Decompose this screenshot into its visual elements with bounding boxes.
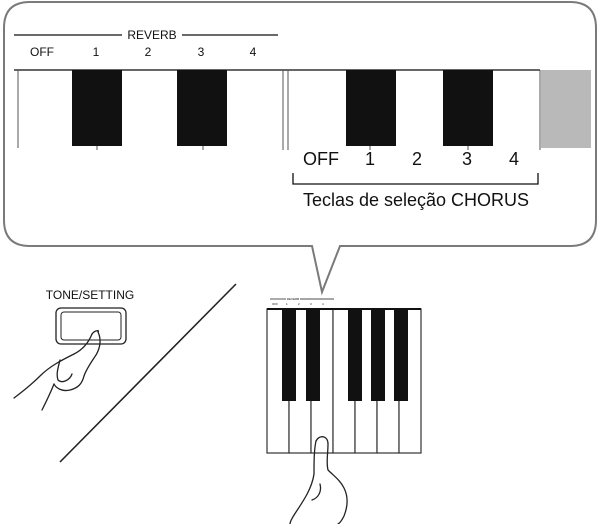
reverb-key-labels: OFF 1 2 3 4 <box>30 45 257 59</box>
mini-black-key <box>394 309 408 401</box>
reverb-key-label: 3 <box>198 45 205 59</box>
black-key <box>72 70 122 146</box>
chorus-caption: Teclas de seleção CHORUS <box>303 190 529 210</box>
chorus-key-label: 2 <box>412 149 422 169</box>
reverb-key-label: OFF <box>30 45 54 59</box>
chorus-key-label: OFF <box>303 149 339 169</box>
finger-pressing-key-icon <box>289 436 348 525</box>
reverb-group-label: REVERB <box>127 28 176 42</box>
chorus-key-labels: OFF 1 2 3 4 <box>303 149 519 169</box>
chorus-key-label: 4 <box>509 149 519 169</box>
mini-key-label: 4 <box>322 302 324 306</box>
mini-black-key <box>306 309 320 401</box>
hand-pressing-button-icon <box>13 330 101 411</box>
enlarged-keyboard <box>14 69 591 150</box>
black-key <box>443 70 493 146</box>
reverb-key-label: 2 <box>145 45 152 59</box>
reverb-key-label: 1 <box>93 45 100 59</box>
mini-black-key <box>348 309 362 401</box>
mini-black-key <box>371 309 385 401</box>
tone-setting-label: TONE/SETTING <box>46 288 134 302</box>
reverb-key-label: 4 <box>250 45 257 59</box>
gray-key <box>541 70 591 148</box>
chorus-key-label: 3 <box>462 149 472 169</box>
reverb-group: REVERB <box>14 28 278 42</box>
mini-key-label: OFF <box>272 302 278 306</box>
tone-setting-button[interactable] <box>55 307 127 345</box>
diagonal-divider <box>59 283 237 463</box>
mini-keyboard: REVERB OFF 1 2 3 4 <box>266 297 422 454</box>
mini-key-label: 3 <box>310 302 312 306</box>
mini-key-label: 1 <box>286 302 288 306</box>
mini-key-label: 2 <box>298 302 300 306</box>
black-key <box>346 70 396 146</box>
tone-setting-panel: TONE/SETTING <box>46 288 134 345</box>
mini-reverb-label: REVERB <box>287 297 299 301</box>
mini-black-key <box>282 309 296 401</box>
black-key <box>177 70 227 146</box>
chorus-key-label: 1 <box>365 149 375 169</box>
chorus-bracket <box>292 173 539 185</box>
